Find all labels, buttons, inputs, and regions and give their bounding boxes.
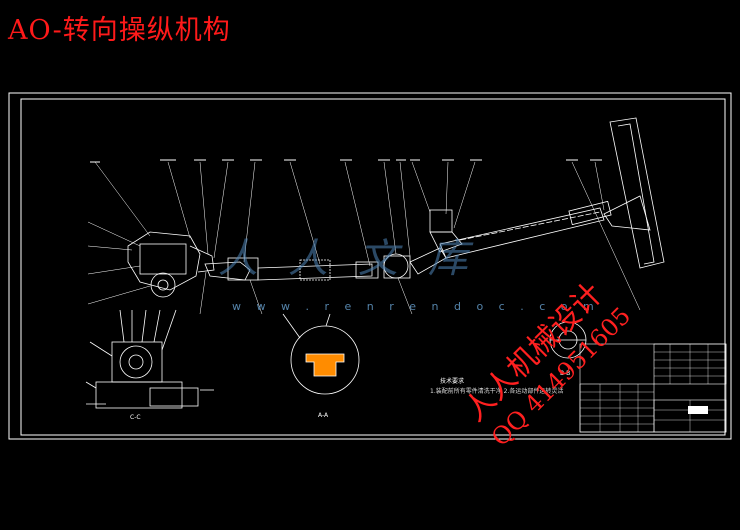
inner-frame bbox=[20, 98, 726, 436]
section-label-aa: A-A bbox=[318, 412, 329, 419]
section-view-aa bbox=[282, 313, 360, 395]
steering-assembly bbox=[87, 117, 665, 315]
watermark-url: w w w . r e n r e n d o c . c o m bbox=[232, 300, 600, 313]
title-block bbox=[579, 343, 727, 433]
outer-frame bbox=[8, 92, 732, 440]
page-title: AO-转向操纵机构 bbox=[8, 15, 231, 46]
section-view-cc bbox=[85, 309, 214, 409]
technical-notes-heading: 技术要求 bbox=[440, 378, 465, 385]
technical-notes-body: 1.装配前所有零件清洗干净 2.各运动部件运转灵活 bbox=[430, 388, 564, 395]
section-label-bb: B-B bbox=[560, 370, 571, 377]
watermark-logo: 人人文库 bbox=[218, 236, 498, 282]
section-view-bb bbox=[549, 321, 587, 359]
section-label-cc: C-C bbox=[130, 414, 141, 421]
